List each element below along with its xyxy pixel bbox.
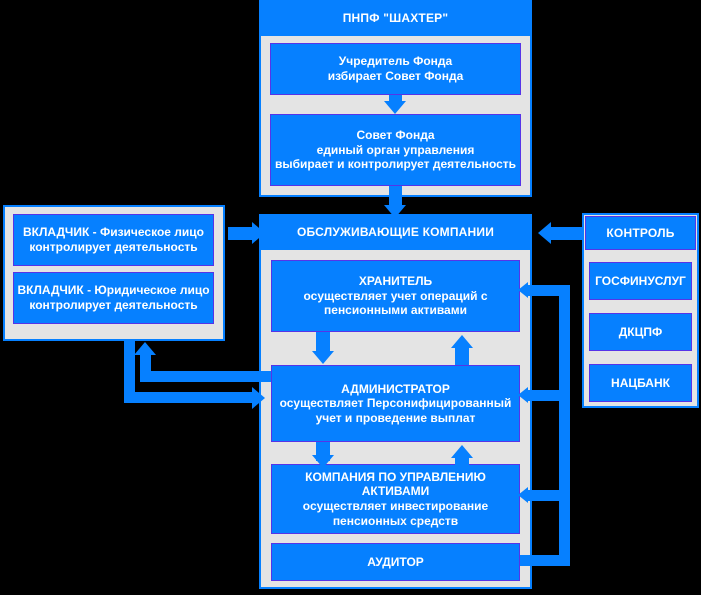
control-panel-header: КОНТРОЛЬ bbox=[585, 216, 696, 250]
box-custodian-title: ХРАНИТЕЛЬ bbox=[358, 274, 433, 289]
box-council[interactable]: Совет Фонда единый орган управления выби… bbox=[270, 114, 521, 186]
connector-amc-to-admin bbox=[455, 454, 469, 473]
box-gosfinuslug-title: ГОСФИНУСЛУГ bbox=[595, 273, 686, 288]
box-custodian-line-1: осуществляет учет операций с bbox=[303, 288, 488, 303]
control-panel-header-label: КОНТРОЛЬ bbox=[606, 226, 675, 240]
arrow-admin-to-depositor-icon bbox=[134, 342, 156, 355]
box-natsbank-title: НАЦБАНК bbox=[611, 375, 670, 390]
connector-depositor-to-admin-vertical bbox=[124, 341, 135, 403]
arrow-depositor-to-admin-icon bbox=[252, 387, 265, 409]
box-depositor-legal-title: ВКЛАДЧИК - Юридическое лицо bbox=[17, 283, 210, 298]
box-founder-line-1: избирает Совет Фонда bbox=[327, 69, 464, 83]
box-dkcpf-title: ДКЦПФ bbox=[618, 324, 663, 339]
box-asset-management-company-line-1: осуществляет инвестирование bbox=[302, 499, 489, 513]
connector-founder-council bbox=[389, 95, 402, 102]
connector-admin-to-custodian bbox=[455, 345, 469, 365]
arrow-auditor-to-amc-icon bbox=[518, 487, 528, 503]
service-panel-header-label: ОБСЛУЖИВАЮЩИЕ КОМПАНИИ bbox=[296, 225, 495, 239]
box-depositor-individual-title: ВКЛАДЧИК - Физическое лицо bbox=[23, 225, 204, 240]
box-council-line-2: выбирает и контролирует деятельность bbox=[274, 157, 517, 172]
connector-depositor-service bbox=[228, 227, 253, 240]
box-asset-management-company-line-2: пенсионных средств bbox=[332, 513, 459, 528]
arrow-control-to-service-icon bbox=[538, 222, 551, 244]
fund-panel-header-label: ПНПФ "ШАХТЕР" bbox=[342, 11, 449, 25]
box-council-title: Совет Фонда bbox=[356, 128, 435, 143]
box-auditor[interactable]: АУДИТОР bbox=[271, 543, 520, 581]
box-depositor-legal[interactable]: ВКЛАДЧИК - Юридическое лицо контролирует… bbox=[13, 272, 214, 324]
box-custodian[interactable]: ХРАНИТЕЛЬ осуществляет учет операций с п… bbox=[271, 260, 520, 332]
box-depositor-legal-line-1: контролирует деятельность bbox=[29, 298, 198, 312]
arrow-admin-to-amc-icon bbox=[312, 455, 334, 468]
box-administrator-title: АДМИНИСТРАТОР bbox=[341, 381, 450, 396]
arrow-founder-to-council-icon bbox=[384, 101, 406, 114]
fund-panel-header: ПНПФ "ШАХТЕР" bbox=[259, 0, 532, 36]
auditor-bus-vertical bbox=[559, 285, 570, 566]
arrow-amc-to-admin-icon bbox=[451, 445, 473, 458]
box-asset-management-company-title: КОМПАНИЯ ПО УПРАВЛЕНИЮ АКТИВАМИ bbox=[305, 469, 486, 499]
box-custodian-line-2: пенсионными активами bbox=[324, 303, 467, 318]
box-asset-management-company[interactable]: КОМПАНИЯ ПО УПРАВЛЕНИЮ АКТИВАМИ осуществ… bbox=[271, 464, 520, 534]
auditor-bus-branch-amc bbox=[527, 490, 565, 501]
arrow-admin-to-custodian-icon bbox=[451, 335, 473, 348]
auditor-bus-branch-admin bbox=[527, 390, 565, 401]
box-administrator[interactable]: АДМИНИСТРАТОР осуществляет Персонифициро… bbox=[271, 365, 520, 442]
box-founder[interactable]: Учредитель Фонда избирает Совет Фонда bbox=[270, 43, 521, 95]
connector-depositor-to-admin-horizontal bbox=[124, 392, 256, 403]
connector-admin-to-depositor-horizontal bbox=[140, 371, 271, 382]
connector-fund-service bbox=[389, 186, 402, 206]
arrow-auditor-to-custodian-icon bbox=[518, 282, 528, 298]
connector-custodian-to-admin bbox=[316, 332, 330, 352]
box-depositor-individual-line-1: контролирует деятельность bbox=[29, 240, 198, 254]
connector-control-service bbox=[551, 227, 584, 240]
auditor-bus-branch-custodian bbox=[527, 285, 565, 296]
arrow-custodian-to-admin-icon bbox=[312, 351, 334, 364]
box-auditor-title: АУДИТОР bbox=[367, 554, 424, 569]
box-gosfinuslug[interactable]: ГОСФИНУСЛУГ bbox=[589, 262, 692, 300]
service-panel-header: ОБСЛУЖИВАЮЩИЕ КОМПАНИИ bbox=[259, 214, 532, 250]
arrow-auditor-to-admin-icon bbox=[518, 387, 528, 403]
auditor-bus-horizontal-bottom bbox=[520, 555, 570, 566]
box-founder-title: Учредитель Фонда bbox=[338, 54, 453, 69]
box-council-line-1: единый орган управления bbox=[316, 142, 475, 157]
box-natsbank[interactable]: НАЦБАНК bbox=[589, 364, 692, 402]
box-administrator-line-2: учет и проведение выплат bbox=[315, 410, 476, 425]
connector-admin-to-depositor-vertical bbox=[140, 355, 151, 381]
box-dkcpf[interactable]: ДКЦПФ bbox=[589, 313, 692, 351]
box-administrator-line-1: осуществляет Персонифицированный bbox=[279, 396, 512, 411]
box-depositor-individual[interactable]: ВКЛАДЧИК - Физическое лицо контролирует … bbox=[13, 214, 214, 266]
